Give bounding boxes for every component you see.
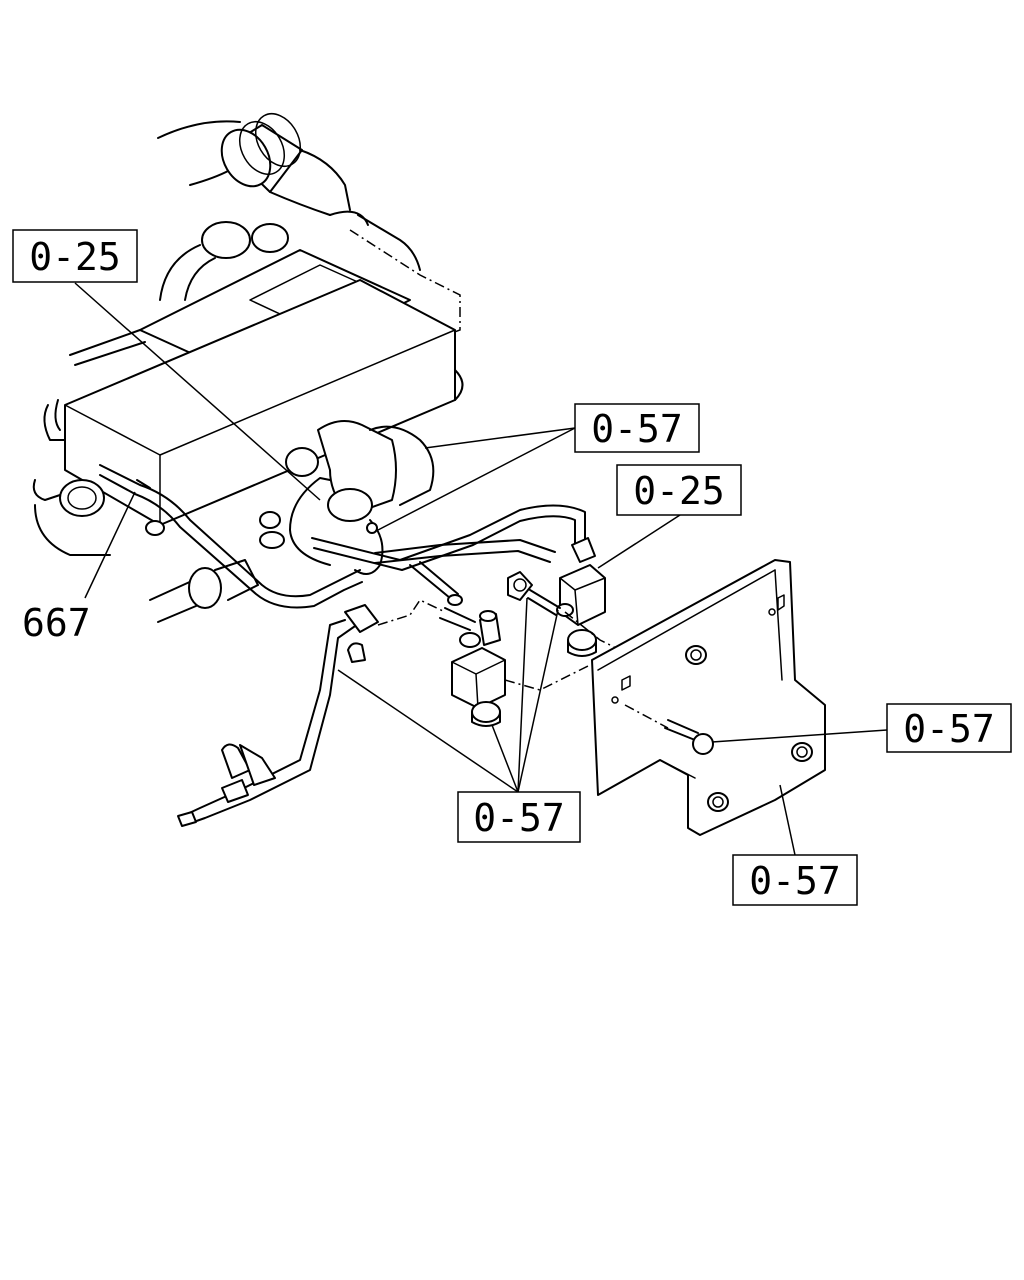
callout-label: 0-57 — [749, 859, 841, 903]
leader-lines — [74, 282, 888, 856]
callout-0-25-upper-left: 0-25 — [12, 229, 138, 283]
callout-label: 0-25 — [633, 469, 725, 513]
callout-label: 0-57 — [903, 707, 995, 751]
callout-0-57-bottom-center: 0-57 — [457, 791, 581, 843]
part-number-667: 667 — [22, 601, 91, 645]
vsv-valve-upper — [556, 537, 641, 661]
bracket-bolt — [507, 571, 561, 616]
engine-block-drawing — [32, 113, 464, 623]
callout-0-57-bottom-right: 0-57 — [732, 854, 858, 906]
vsv-valve-lower — [451, 610, 591, 727]
callout-0-25-right: 0-25 — [616, 464, 742, 516]
callout-0-57-top: 0-57 — [574, 403, 700, 453]
mounting-bracket — [591, 559, 826, 836]
callout-label: 0-57 — [473, 796, 565, 840]
callout-0-57-right: 0-57 — [886, 703, 1012, 753]
callout-label: 0-25 — [29, 235, 121, 279]
callout-label: 0-57 — [591, 407, 683, 451]
vacuum-pipe-assembly — [99, 464, 586, 827]
